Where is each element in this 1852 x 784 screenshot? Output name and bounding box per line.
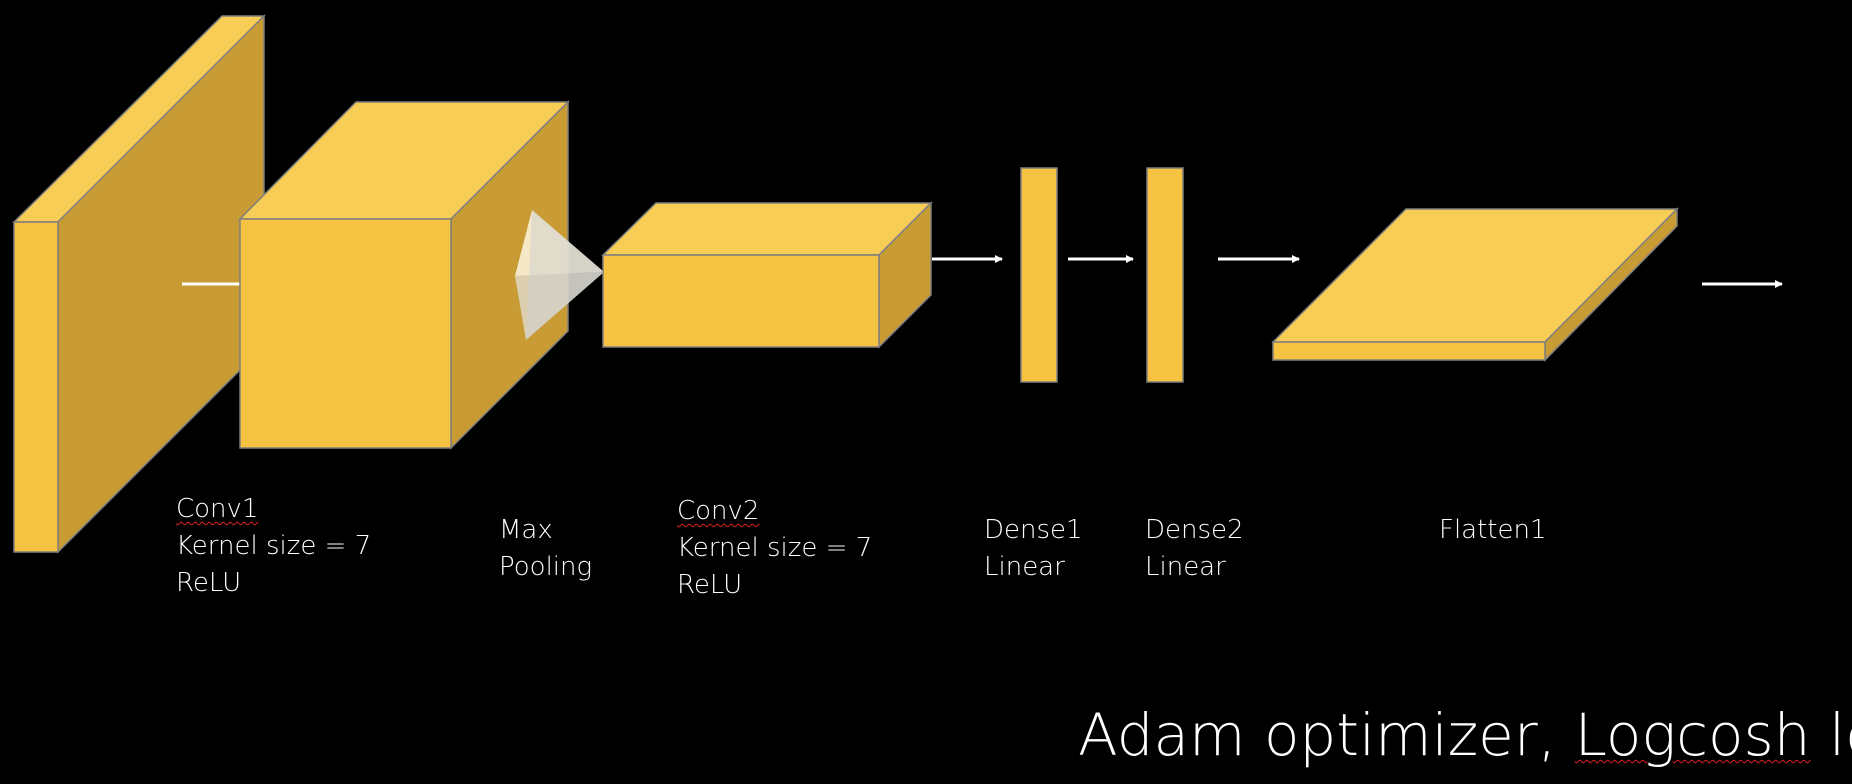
max-pooling-label-line1: Max: [499, 515, 553, 545]
max-pooling-pyramid: [515, 210, 604, 340]
dense1-bar: [1020, 167, 1058, 383]
dense1-label: Dense1 Linear: [984, 512, 1083, 586]
dense1-label-name: Dense1: [984, 515, 1083, 545]
conv1-label-name: Conv1: [176, 494, 259, 524]
conv1-label: Conv1 Kernel size = 7 ReLU: [176, 491, 371, 602]
conv2-label-name: Conv2: [677, 496, 760, 526]
dense2-bar: [1146, 167, 1184, 383]
conv2-label: Conv2 Kernel size = 7 ReLU: [677, 493, 872, 604]
conv2-label-activation: ReLU: [677, 570, 743, 600]
conv2-box: [601, 201, 933, 349]
dense1-label-activation: Linear: [984, 552, 1065, 582]
conv1-cube: [238, 100, 570, 450]
conv2-label-kernel: Kernel size = 7: [677, 533, 873, 563]
training-caption: Adam optimizer, Logcosh loss: [1078, 700, 1852, 770]
dense2-label: Dense2 Linear: [1145, 512, 1244, 586]
conv1-label-activation: ReLU: [176, 568, 242, 598]
flatten1-label-name: Flatten1: [1439, 515, 1547, 545]
conv1-label-kernel: Kernel size = 7: [176, 531, 372, 561]
max-pooling-label-line2: Pooling: [499, 552, 593, 582]
caption-suffix: loss: [1828, 701, 1852, 769]
caption-loss-name: Logcosh: [1574, 701, 1811, 769]
dense2-label-name: Dense2: [1145, 515, 1244, 545]
caption-prefix: Adam optimizer,: [1078, 701, 1575, 769]
flatten1-label: Flatten1: [1439, 512, 1547, 549]
input-slab: [12, 14, 266, 554]
dense2-label-activation: Linear: [1145, 552, 1226, 582]
flatten1-plate: [1271, 207, 1679, 362]
max-pooling-label: Max Pooling: [499, 512, 592, 586]
